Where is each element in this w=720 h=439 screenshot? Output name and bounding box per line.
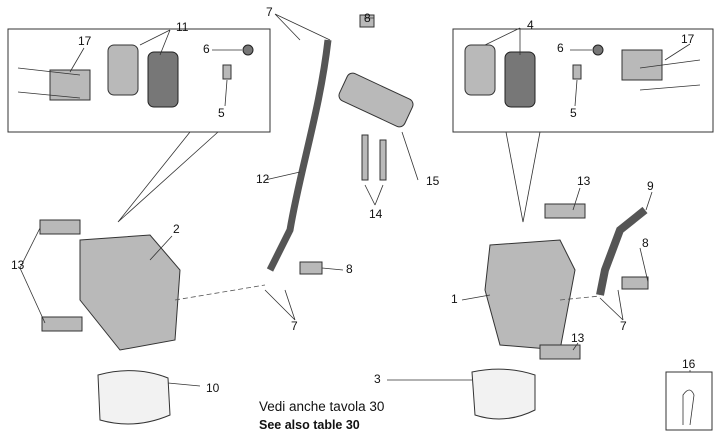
left-caliper: [79, 234, 181, 351]
callout-7: 7: [266, 5, 273, 19]
callout-5: 5: [570, 106, 577, 120]
callout-8: 8: [364, 11, 371, 25]
master-cylinder: [338, 72, 414, 128]
see-also-note-it: Vedi anche tavola 30: [259, 399, 385, 414]
banjo-bolt-mid: [299, 261, 323, 275]
leader-lines: [19, 13, 691, 387]
callout-9: 9: [647, 179, 654, 193]
bolt-13-lower-left: [41, 316, 83, 332]
see-also-note-en: See also table 30: [259, 418, 360, 432]
caliper-cover-right: [471, 368, 536, 420]
callout-14: 14: [369, 207, 383, 221]
callout-3: 3: [374, 372, 381, 386]
clip-box-16: [665, 371, 713, 431]
callout-10: 10: [206, 381, 220, 395]
callout-17: 17: [681, 32, 695, 46]
callout-13: 13: [11, 258, 25, 272]
bleed-screw-left: [222, 64, 232, 80]
bleed-cap-right: [592, 44, 604, 56]
callout-15: 15: [426, 174, 440, 188]
callout-4: 4: [527, 18, 534, 32]
right-caliper: [484, 239, 576, 351]
bolt-13-right-upper: [544, 203, 586, 219]
screws-14: [361, 134, 387, 181]
bolt-13-right-lower: [539, 344, 581, 360]
brake-pads-right: [464, 44, 536, 108]
callout-8: 8: [346, 262, 353, 276]
caliper-cover-left: [97, 370, 171, 425]
callout-8: 8: [642, 236, 649, 250]
callout-13: 13: [577, 174, 591, 188]
right-dash-line: [559, 295, 601, 301]
callout-1: 1: [451, 292, 458, 306]
pin-kit-left: [17, 67, 91, 101]
callout-5: 5: [218, 106, 225, 120]
callout-2: 2: [173, 222, 180, 236]
clip-16: [682, 389, 695, 426]
callout-numbers: 7 8 11 17 6 5 4 6 17 5 15 12 14 13 9 13 2 8 7 8 7 1 13 16 10 3: [11, 5, 696, 395]
banjo-bolt-right: [621, 276, 649, 290]
callout-6: 6: [203, 42, 210, 56]
callout-6: 6: [557, 41, 564, 55]
brake-hose: [266, 39, 332, 272]
left-dash-line: [174, 284, 266, 301]
callout-12: 12: [256, 172, 270, 186]
callout-7: 7: [291, 319, 298, 333]
bleed-screw-right: [572, 64, 582, 80]
callout-16: 16: [682, 357, 696, 371]
bleed-cap-left: [242, 44, 254, 56]
brake-pads-left: [107, 44, 179, 108]
callout-11: 11: [176, 20, 189, 34]
callout-17: 17: [78, 34, 92, 48]
right-hose: [596, 206, 648, 296]
left-detail-box: [7, 28, 271, 133]
pin-kit-right: [621, 49, 701, 91]
bolt-13-upper-left: [39, 219, 81, 235]
right-detail-pointer: [505, 131, 541, 223]
callout-13: 13: [571, 331, 585, 345]
right-detail-box: [452, 28, 714, 133]
callout-7: 7: [620, 319, 627, 333]
left-detail-pointer: [117, 131, 219, 223]
